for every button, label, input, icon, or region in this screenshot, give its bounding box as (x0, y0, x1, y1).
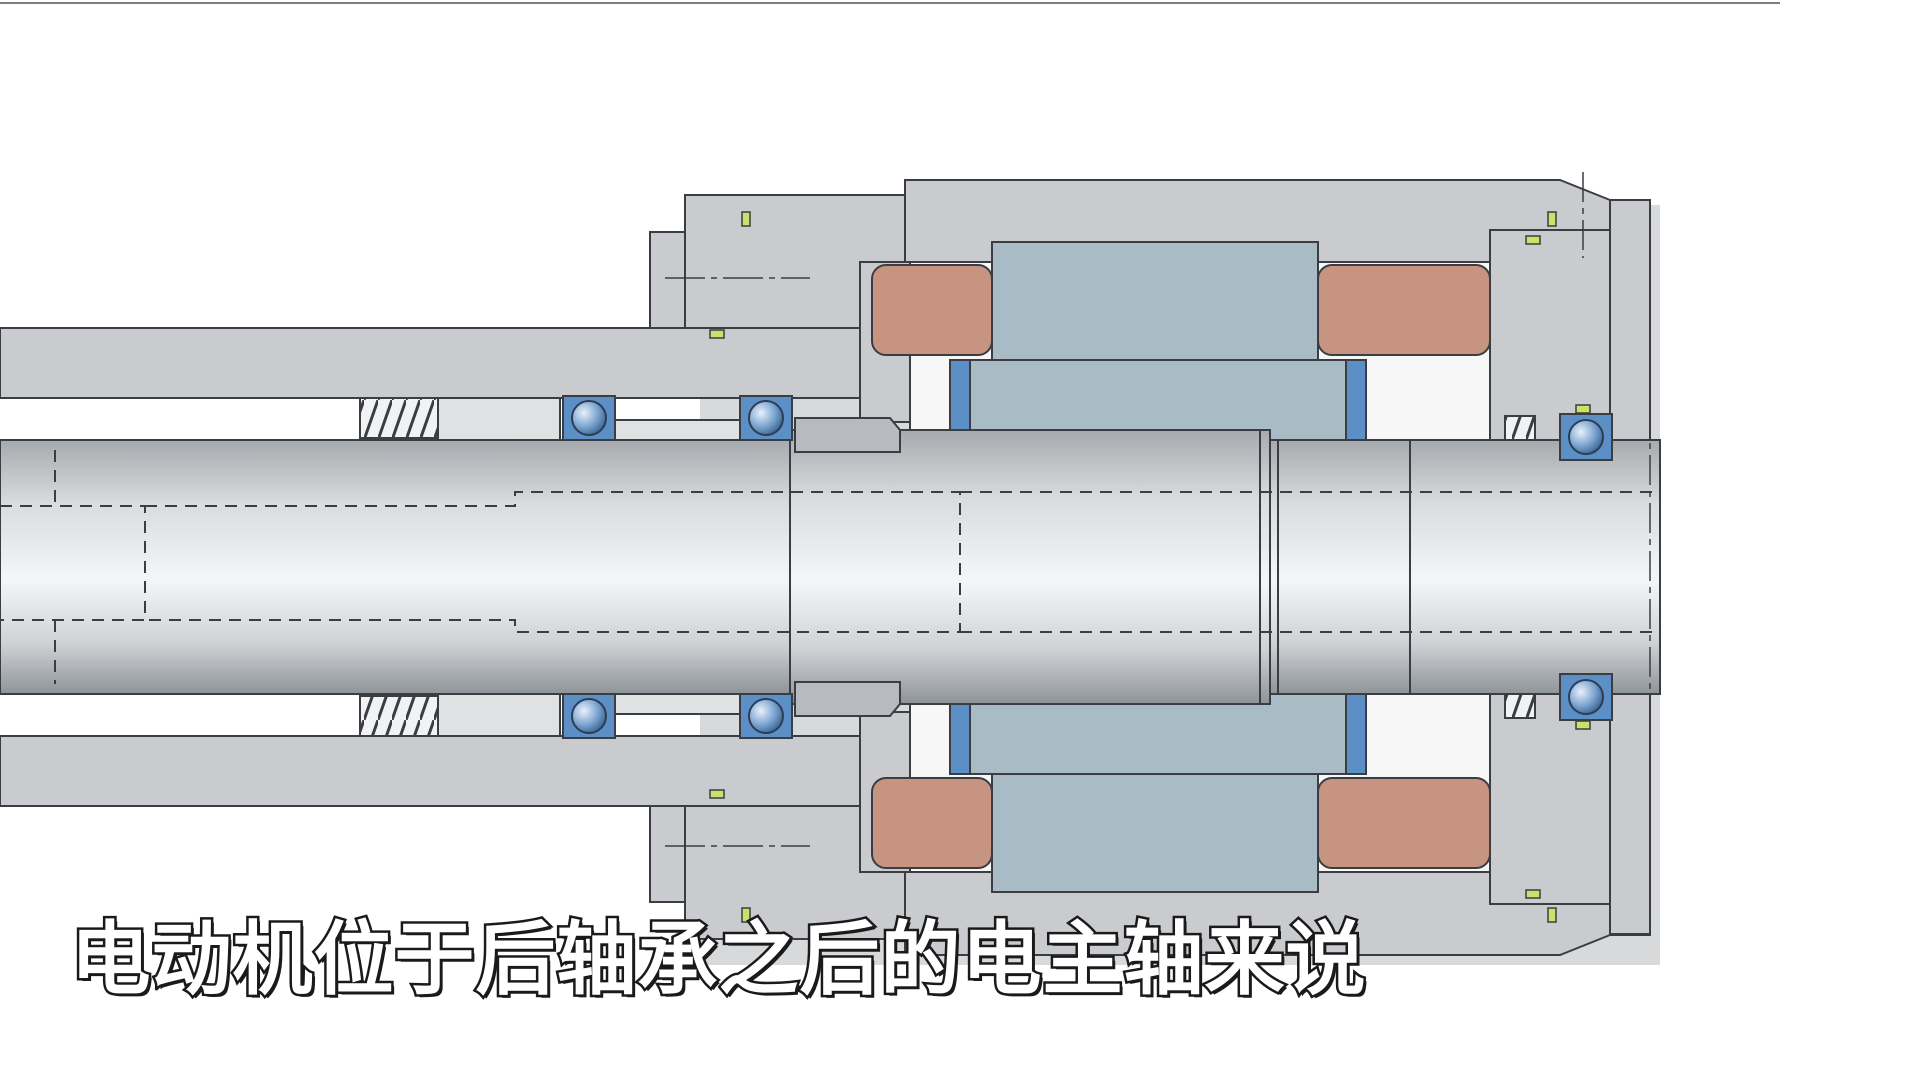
spring-icon (1504, 693, 1536, 719)
seal-ring-icon (1525, 235, 1541, 245)
seal-ring-icon (1575, 404, 1591, 414)
spindle-shaft (0, 429, 1661, 705)
stator-core (991, 241, 1319, 893)
seal-ring-icon (741, 907, 751, 923)
video-subtitle: 电动机位于后轴承之后的电主轴来说 (68, 911, 1368, 1009)
seals (709, 211, 1591, 923)
centerlines (665, 172, 1651, 915)
ball-bearing-icon (562, 395, 616, 441)
ball-bearing-icon (562, 693, 616, 739)
ball-bearing-icon (739, 693, 793, 739)
spring-icon (359, 397, 439, 439)
seal-ring-icon (1547, 907, 1557, 923)
seal-ring-icon (1575, 720, 1591, 730)
spring-icon (1504, 415, 1536, 441)
preload-springs (359, 397, 1536, 737)
seal-ring-icon (1547, 211, 1557, 227)
bearings (562, 395, 1613, 739)
seal-ring-icon (741, 211, 751, 227)
ball-bearing-icon (1559, 413, 1613, 461)
ball-bearing-icon (739, 395, 793, 441)
seal-ring-icon (1525, 889, 1541, 899)
seal-ring-icon (709, 329, 725, 339)
rotor (949, 359, 1367, 775)
ball-bearing-icon (1559, 673, 1613, 721)
spring-icon (359, 695, 439, 737)
seal-ring-icon (709, 789, 725, 799)
shaft-nut (794, 417, 901, 717)
stator-windings (871, 264, 1491, 869)
